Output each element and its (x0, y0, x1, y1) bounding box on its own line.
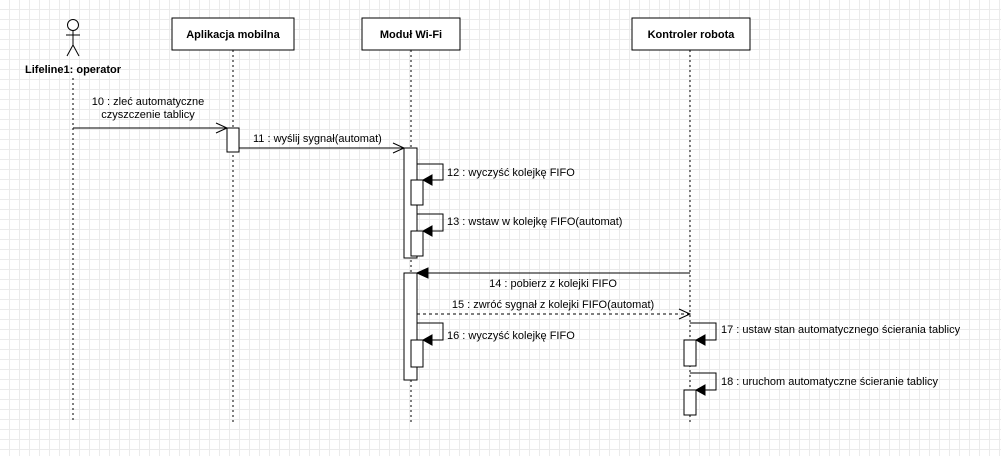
message-line (417, 322, 444, 341)
filled-arrowhead (694, 384, 706, 396)
filled-arrowhead (694, 334, 706, 346)
activation-kontroler-self-17[interactable] (683, 339, 697, 367)
message-label: czyszczenie tablicy (101, 109, 195, 121)
activation-modul-wifi-self-16[interactable] (410, 339, 424, 368)
lifeline-head-kontroler-robota[interactable]: Kontroler robota (631, 17, 751, 51)
message-label: 17 : ustaw stan automatycznego ścierania… (721, 324, 961, 336)
actor-label: Lifeline1: operator (25, 64, 122, 76)
message-10[interactable]: 10 : zleć automatyczne czyszczenie tabli… (73, 96, 229, 134)
actor-head (67, 19, 79, 31)
filled-arrowhead (421, 334, 433, 346)
message-11[interactable]: 11 : wyślij sygnał(automat) (239, 133, 406, 154)
lifeline-box (361, 17, 461, 51)
message-label: 12 : wyczyść kolejkę FIFO (447, 167, 575, 179)
message-line (417, 163, 444, 181)
message-line (690, 322, 717, 341)
lifeline-box (631, 17, 751, 51)
actor-operator[interactable]: Lifeline1: operator (25, 19, 122, 77)
filled-arrowhead (421, 174, 433, 186)
message-14[interactable]: 14 : pobierz z kolejki FIFO (415, 267, 690, 290)
message-12[interactable]: 12 : wyczyść kolejkę FIFO (417, 163, 575, 186)
actor-left-leg (66, 44, 74, 57)
activation-kontroler-self-18[interactable] (683, 389, 697, 416)
lifeline-label: Kontroler robota (648, 29, 736, 41)
message-label: 13 : wstaw w kolejkę FIFO(automat) (447, 216, 622, 228)
message-label: 14 : pobierz z kolejki FIFO (489, 278, 617, 290)
message-label: 10 : zleć automatyczne (92, 96, 205, 108)
open-arrowhead (392, 142, 406, 154)
message-label: 16 : wyczyść kolejkę FIFO (447, 330, 575, 342)
lifeline-head-modul-wifi[interactable]: Moduł Wi-Fi (361, 17, 461, 51)
message-17[interactable]: 17 : ustaw stan automatycznego ścierania… (690, 322, 961, 346)
lifeline-label: Aplikacja mobilna (186, 29, 280, 41)
message-18[interactable]: 18 : uruchom automatyczne ścieranie tabl… (690, 372, 939, 396)
lifeline-label: Moduł Wi-Fi (380, 29, 442, 41)
message-16[interactable]: 16 : wyczyść kolejkę FIFO (417, 322, 575, 346)
open-arrowhead (215, 122, 229, 134)
filled-arrowhead (415, 267, 429, 279)
message-line (417, 213, 444, 232)
message-label: 18 : uruchom automatyczne ścieranie tabl… (721, 376, 939, 388)
message-15[interactable]: 15 : zwróć sygnał z kolejki FIFO(automat… (417, 299, 692, 320)
actor-right-leg (72, 44, 80, 57)
lifeline-head-aplikacja-mobilna[interactable]: Aplikacja mobilna (171, 17, 295, 51)
activation-modul-wifi-self-12[interactable] (410, 179, 424, 206)
message-line (690, 372, 717, 391)
activation-modul-wifi-self-13[interactable] (410, 230, 424, 257)
message-label: 11 : wyślij sygnał(automat) (253, 133, 382, 145)
lifeline-box (171, 17, 295, 51)
filled-arrowhead (421, 225, 433, 237)
open-arrowhead (678, 308, 692, 320)
message-13[interactable]: 13 : wstaw w kolejkę FIFO(automat) (417, 213, 622, 237)
message-label: 15 : zwróć sygnał z kolejki FIFO(automat… (452, 299, 654, 311)
activation-aplikacja-mobilna[interactable] (226, 127, 240, 153)
